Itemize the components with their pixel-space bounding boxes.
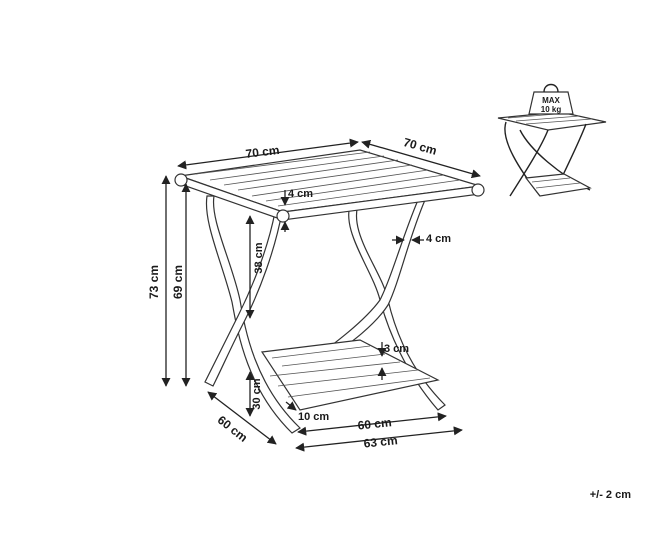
load-badge-line1: MAX (542, 96, 560, 105)
mini-table-legs (504, 121, 591, 197)
label-depth-base: 60 cm (215, 413, 250, 445)
folding-table (174, 149, 485, 434)
dimension-lines (161, 138, 481, 452)
top-end-cap-right (471, 183, 485, 197)
label-shelf-height: 30 cm (251, 378, 263, 409)
label-total-height: 73 cm (147, 265, 161, 299)
label-leg-thickness: 4 cm (426, 233, 451, 245)
top-end-cap-left (174, 173, 188, 187)
dimension-labels: 70 cm 70 cm 4 cm 38 cm 4 cm 73 cm 69 cm … (147, 135, 451, 451)
label-upper-leg: 38 cm (253, 242, 265, 273)
label-shelf-gap: 3 cm (384, 343, 409, 355)
tolerance-note: +/- 2 cm (590, 489, 631, 501)
load-badge-line2: 10 kg (541, 105, 562, 114)
mini-table-shelf (524, 173, 592, 197)
label-top-width: 70 cm (245, 143, 280, 161)
weight-icon (528, 91, 574, 115)
lower-shelf (260, 339, 440, 411)
front-leg-cross (204, 211, 283, 387)
front-leg-left (205, 195, 301, 434)
back-leg-right (348, 199, 446, 411)
label-apron: 4 cm (288, 188, 313, 200)
label-foot-offset: 10 cm (298, 411, 329, 423)
load-illustration: MAX 10 kg (497, 83, 607, 197)
weight-handle-icon (543, 83, 559, 93)
label-width-inner: 60 cm (357, 415, 392, 432)
label-seat-height: 69 cm (171, 265, 185, 299)
lower-shelf-slats (269, 345, 431, 398)
label-width-outer: 63 cm (363, 433, 398, 450)
top-end-cap-front (276, 209, 290, 223)
